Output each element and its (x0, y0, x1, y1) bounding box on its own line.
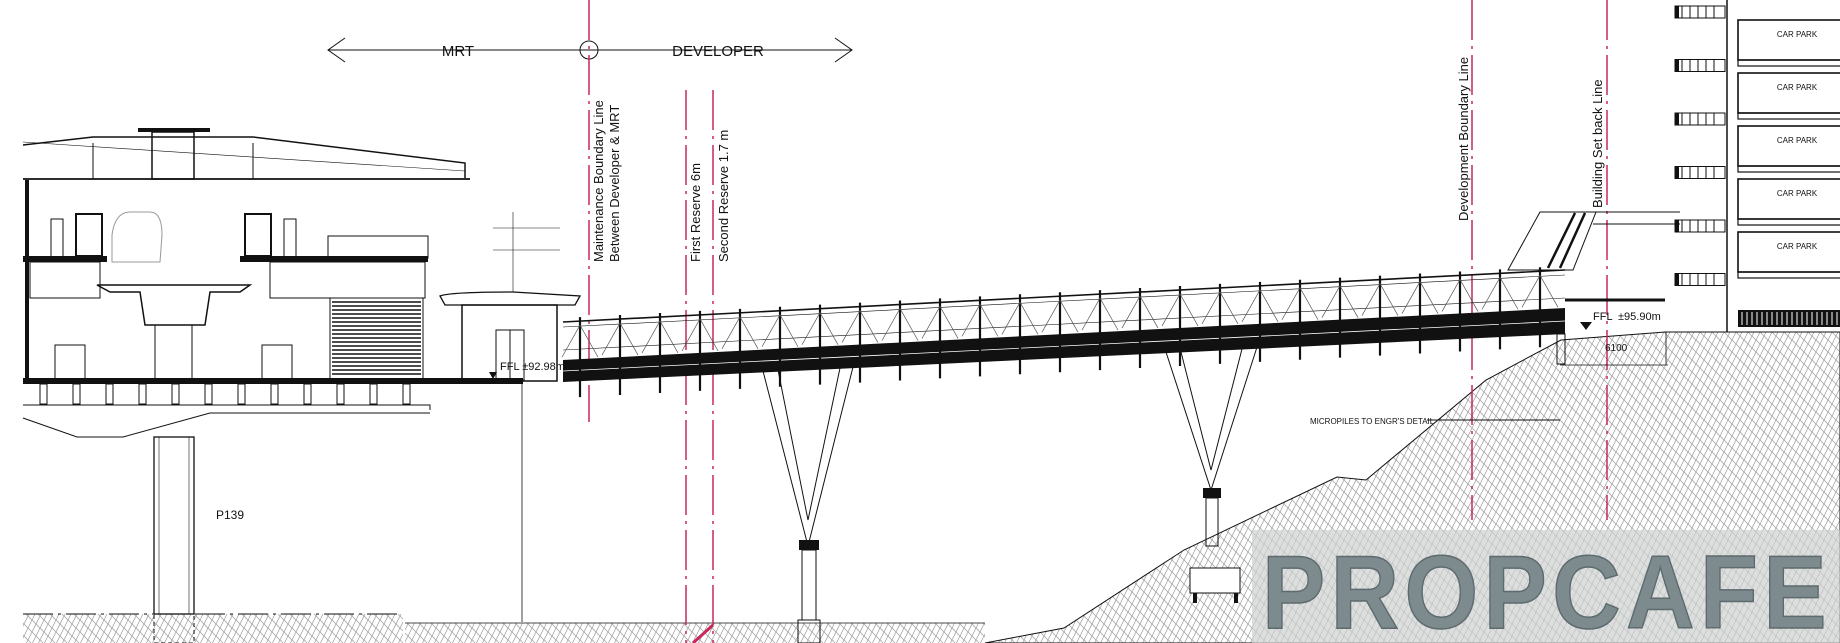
micropiles-label: MICROPILES TO ENGR'S DETAIL (1310, 417, 1435, 426)
dimension-label: 6100 (1605, 343, 1628, 354)
car-park-building (1674, 0, 1840, 332)
development-boundary-label: Development Boundary Line (1456, 57, 1471, 221)
watermark-text: PROPCAFE (1262, 535, 1832, 643)
second-reserve-label: Second Reserve 1.7 m (716, 130, 731, 262)
car-park-floor (1737, 231, 1840, 273)
car-park-floor (1737, 125, 1840, 167)
car-park-floor (1737, 178, 1840, 220)
watermark: PROPCAFE (1252, 530, 1840, 643)
link-kiosk: FFL ±92.98m (439, 212, 582, 622)
developer-level-marker: FFL ±95.90m 6100 (1560, 311, 1668, 366)
train-icon (111, 211, 163, 263)
v-pier-2 (1164, 343, 1259, 603)
car-park-label: CAR PARK (1777, 136, 1818, 145)
zone-label-mrt: MRT (442, 43, 474, 60)
ffl-label: FFL (1593, 311, 1613, 323)
station-ffl-label: FFL ±92.98m (500, 361, 565, 373)
pier-label: P139 (216, 508, 244, 522)
car-park-floor (1737, 19, 1840, 61)
car-park-label: CAR PARK (1777, 189, 1818, 198)
car-park-floor (1737, 72, 1840, 114)
building-setback-label: Building Set back Line (1590, 79, 1605, 208)
v-pier-1 (762, 366, 854, 643)
boundary-labels: Maintenance Boundary Line Between Develo… (591, 57, 1605, 262)
micropiles-callout: MICROPILES TO ENGR'S DETAIL (1310, 417, 1560, 426)
handrail (562, 269, 1566, 323)
louvers (329, 297, 424, 381)
maintenance-label-line2: Between Developer & MRT (607, 105, 622, 262)
first-reserve-label: First Reserve 6m (688, 163, 703, 262)
ffl-value: ±95.90m (1618, 311, 1661, 323)
pedestrian-bridge (561, 211, 1680, 398)
viaduct-box-girder (96, 284, 253, 326)
zone-label-developer: DEVELOPER (672, 43, 764, 60)
car-park-label: CAR PARK (1777, 242, 1818, 251)
mrt-station: P139 (22, 128, 523, 643)
car-park-label: CAR PARK (1777, 83, 1818, 92)
pier-column (153, 436, 195, 615)
car-park-label: CAR PARK (1777, 30, 1818, 39)
maintenance-label-line1: Maintenance Boundary Line (591, 100, 606, 262)
zone-divider-arrow: MRT DEVELOPER (327, 37, 853, 63)
